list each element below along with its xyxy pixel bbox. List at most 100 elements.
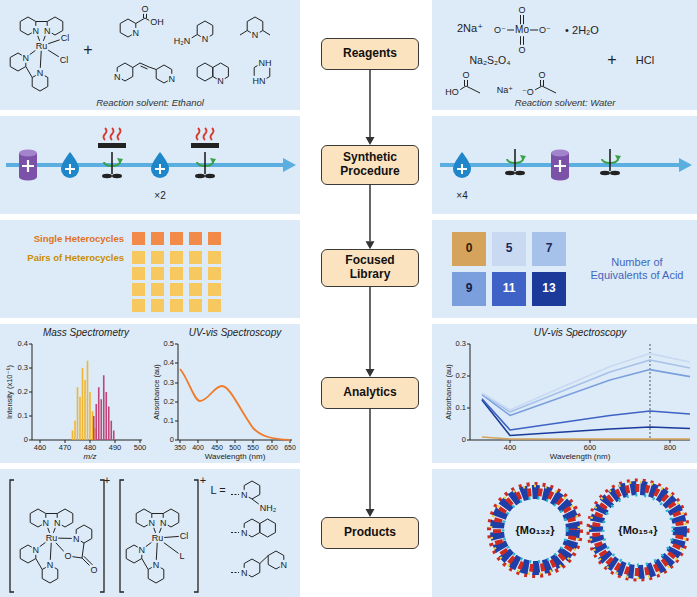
atom-label: Cl xyxy=(59,55,70,65)
atom-label: N xyxy=(152,560,161,570)
atom-label: ⁻O xyxy=(521,87,535,97)
atom-label: N xyxy=(32,544,41,554)
atom-label: L xyxy=(178,551,185,561)
figure-label: 460 xyxy=(34,444,47,453)
product-complexes xyxy=(10,480,284,592)
flow-arrow xyxy=(366,185,375,249)
atom-label: HN xyxy=(252,76,267,86)
stage-box: Reagents xyxy=(321,38,419,70)
figure-label: 800 xyxy=(664,444,677,453)
atom-label: N xyxy=(159,517,168,527)
atom-label: Cl xyxy=(60,33,71,43)
atom-label: O xyxy=(63,551,72,561)
figure-label: 600 xyxy=(584,444,597,453)
atom-label: N xyxy=(148,517,157,527)
atom-label: N xyxy=(138,544,147,554)
flow-arrow xyxy=(366,70,375,145)
equivalents-tile: 0 xyxy=(452,232,486,266)
heterocycle-structures xyxy=(117,12,270,83)
charts xyxy=(29,344,690,443)
library-panel: Single HeterocyclesPairs of Heterocycles xyxy=(0,220,300,318)
atom-label: O⁻ xyxy=(493,25,507,35)
atom-label: N xyxy=(168,73,177,83)
ruthenium-precursor xyxy=(10,17,65,91)
arrow-head xyxy=(366,369,375,377)
atom-label: OH xyxy=(149,17,165,27)
figure-label: 500 xyxy=(134,444,147,453)
stage-label: Analytics xyxy=(343,386,396,400)
tile-number: 9 xyxy=(466,282,473,296)
panel-text: ×4 xyxy=(456,190,467,202)
figure-label: Wavelength (nm) xyxy=(550,452,611,461)
atom-label: NH₂ xyxy=(259,503,278,513)
stage-box: Focused Library xyxy=(321,249,419,287)
atom-label: Cl xyxy=(179,531,190,541)
atom-label: N xyxy=(216,76,225,86)
figure-label: + xyxy=(104,474,110,487)
atom-label: N xyxy=(22,52,31,62)
figure-label: 490 xyxy=(109,444,122,453)
figure-label: 450 xyxy=(211,444,223,452)
flow-arrow xyxy=(366,409,375,517)
atom-label: N xyxy=(201,34,210,44)
stage-label: Products xyxy=(344,526,396,540)
atom-label: H₂N xyxy=(173,36,192,46)
library-panel: Number of Equivalents of Acid 0 57 9 11 13 xyxy=(432,220,697,318)
arrow-head xyxy=(366,137,375,145)
panel-text: Mass Spectrometry xyxy=(43,327,129,339)
figure-label: 0.3 xyxy=(18,364,28,373)
arrow-line xyxy=(369,70,371,137)
atom-label: Mo xyxy=(514,24,530,36)
figure-label: 0.5 xyxy=(164,340,174,349)
atom-label: O xyxy=(517,5,526,15)
axis-title: Absorbance (au) xyxy=(445,364,454,419)
atom-label: N xyxy=(240,567,249,577)
panel-text: {Mo₁₅₄} xyxy=(617,524,658,537)
equivalents-tile: 13 xyxy=(532,272,566,306)
polyoxometalate-wheels xyxy=(489,480,688,580)
figure-label: 0.1 xyxy=(164,417,174,426)
atom-label: Ru xyxy=(151,533,165,543)
atom-label: N xyxy=(240,489,249,499)
figure-label: 0 xyxy=(24,436,28,445)
stage-box: Synthetic Procedure xyxy=(321,145,419,185)
figure-label: 470 xyxy=(59,444,72,453)
equivalents-tile: 5 xyxy=(492,232,526,266)
atom-label: O xyxy=(89,565,98,575)
panel-text: Reaction solvent: Ethanol xyxy=(96,98,204,109)
figure-label: 650 xyxy=(284,444,296,452)
figure-label: Wavelength (nm) xyxy=(205,452,266,461)
panel-text: Number of Equivalents of Acid xyxy=(587,256,687,281)
figure-label: 480 xyxy=(84,444,97,453)
figure-label: 0.2 xyxy=(164,398,174,407)
arrow-line xyxy=(369,287,371,369)
figure-label: 0.2 xyxy=(456,372,466,381)
tile-number: 13 xyxy=(542,282,555,296)
atom-label: N xyxy=(240,527,249,537)
figure-label: Na⁺ xyxy=(497,85,513,95)
arrow-line xyxy=(369,409,371,509)
figure-label: • 2H₂O xyxy=(565,24,599,37)
figure-label: Na₂S₂O₄ xyxy=(469,54,510,66)
arrow-line xyxy=(369,185,371,241)
equivalents-tile: 7 xyxy=(532,232,566,266)
figure-label: 0.3 xyxy=(164,379,174,388)
atom-label: O xyxy=(461,70,470,80)
tile-number: 11 xyxy=(503,282,516,296)
figure-label: 500 xyxy=(229,444,241,452)
figure-label: 400 xyxy=(192,444,204,452)
panel-text: UV-vis Spectroscopy xyxy=(534,327,626,339)
axis-title: Intensity (x10⁻⁶) xyxy=(6,365,15,419)
inorganic-reagents xyxy=(458,15,556,93)
tile-number: 0 xyxy=(466,242,473,256)
stage-label: Reagents xyxy=(343,47,397,61)
analytics-panel: UV-vis Spectroscopy xyxy=(432,324,697,463)
figure-label: 0.3 xyxy=(456,340,466,349)
stage-box: Products xyxy=(321,517,419,549)
atom-label: O xyxy=(517,45,526,55)
atom-label: N xyxy=(72,533,81,543)
figure-label: 0.4 xyxy=(18,340,28,349)
atom-label: N xyxy=(132,27,141,37)
analytics-panel: Mass SpectrometryUV-vis Spectroscopy xyxy=(0,324,300,463)
equivalents-tile: 9 xyxy=(452,272,486,306)
